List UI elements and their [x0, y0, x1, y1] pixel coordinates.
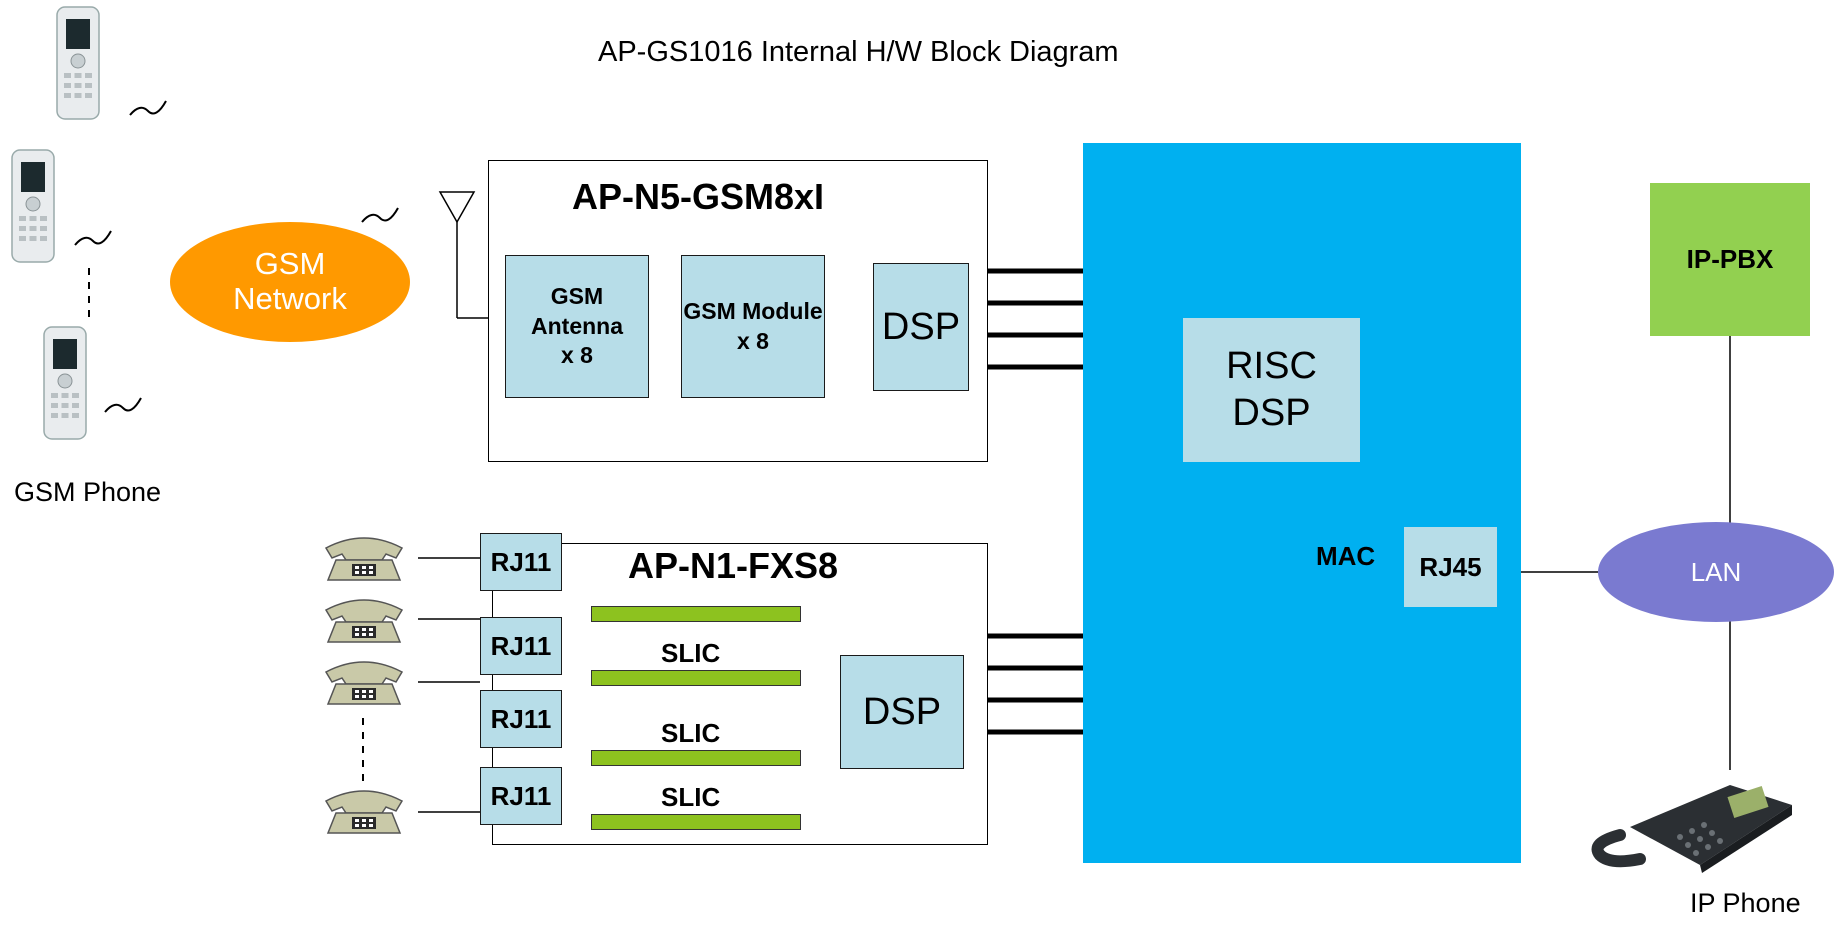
gsm-phone-icon: [56, 6, 100, 120]
rj11-port: RJ11: [480, 617, 562, 675]
slic-label: SLIC: [661, 638, 721, 668]
lan-node: LAN: [1598, 522, 1834, 622]
gsm-antenna-line2: Antenna: [531, 312, 623, 339]
slic-label: SLIC: [661, 782, 721, 812]
rj11-port: RJ11: [480, 533, 562, 591]
mac-label: MAC: [1316, 541, 1376, 571]
wireless-signal-icon: [129, 100, 167, 116]
gsm-dsp-block: DSP: [873, 263, 969, 391]
gsm-antenna-line3: x 8: [561, 342, 593, 369]
risc-line1: RISC: [1226, 344, 1317, 387]
slic-label: SLIC: [661, 718, 721, 748]
wireless-signal-icon: [104, 397, 142, 413]
rj45-port: RJ45: [1404, 527, 1497, 607]
gsm-phone-icon: [11, 149, 55, 263]
ip-pbx-node: IP-PBX: [1650, 183, 1810, 336]
antenna-icon: [438, 191, 476, 224]
gsm-antenna-line1: GSM: [550, 282, 604, 309]
analog-phone-icon: [324, 537, 404, 581]
gsm-module-box-title: AP-N5-GSM8xI: [572, 176, 825, 217]
risc-dsp-block: RISC DSP: [1183, 318, 1360, 462]
gsm-network-node: GSM Network: [170, 222, 410, 342]
analog-phone-icon: [324, 661, 404, 705]
analog-phone-icon: [324, 599, 404, 643]
ip-phone-icon: [1591, 785, 1792, 873]
gsm-module-line2: x 8: [737, 327, 769, 354]
rj11-port: RJ11: [480, 690, 562, 748]
fxs-box-title: AP-N1-FXS8: [628, 545, 839, 586]
gsm-antenna-block: GSM Antenna x 8: [505, 255, 649, 398]
slic-bar: [591, 606, 801, 622]
main-board: [1083, 143, 1521, 863]
risc-line2: DSP: [1232, 392, 1311, 434]
gsm-phone-label: GSM Phone: [14, 477, 162, 507]
rj11-port: RJ11: [480, 767, 562, 825]
wireless-signal-icon: [361, 207, 399, 223]
slic-bar: [591, 750, 801, 766]
slic-bar: [591, 670, 801, 686]
slic-bar: [591, 814, 801, 830]
analog-phone-icon: [324, 790, 404, 834]
fxs-dsp-block: DSP: [840, 655, 964, 769]
gsm-phone-icon: [43, 326, 87, 440]
gsm-module-block: GSM Module x 8: [681, 255, 825, 398]
ip-phone-label: IP Phone: [1690, 888, 1801, 918]
gsm-network-label-line2: Network: [233, 281, 347, 316]
gsm-network-label-line1: GSM: [254, 246, 326, 282]
wireless-signal-icon: [74, 230, 112, 246]
gsm-module-line1: GSM Module: [683, 297, 823, 324]
diagram-title: AP-GS1016 Internal H/W Block Diagram: [598, 36, 1119, 68]
